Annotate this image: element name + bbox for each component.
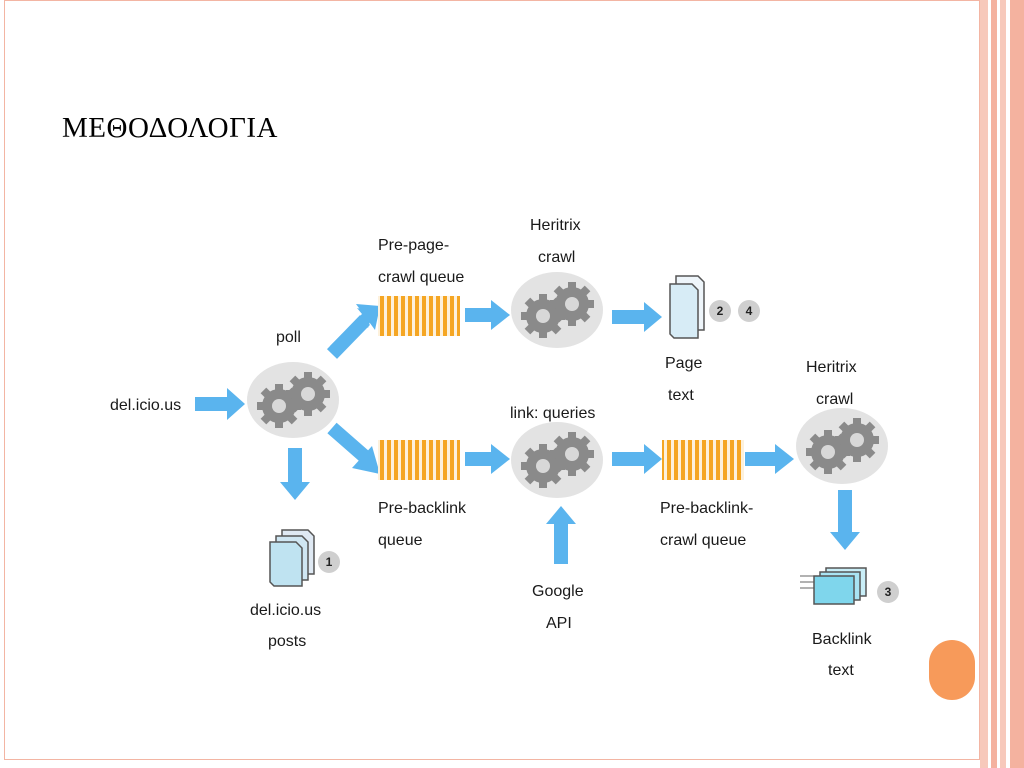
link-queries-gears-icon <box>511 422 603 498</box>
arrow-heritrix-right-to-backlink <box>830 490 860 550</box>
heritrix-top-label-line2: crawl <box>538 249 575 266</box>
arrow-poll-to-posts <box>280 448 310 500</box>
heritrix-top-gears-icon <box>511 272 603 348</box>
google-api-label-line2: API <box>546 615 572 632</box>
badge-3: 3 <box>877 581 899 603</box>
methodology-diagram: 1 2 4 3 del.icio.us poll del.icio.us pos… <box>110 217 899 679</box>
posts-label-line1: del.icio.us <box>250 602 321 619</box>
side-stripe-4 <box>1010 0 1024 768</box>
arrow-google-to-linkqueries <box>546 506 576 564</box>
heritrix-right-gears-icon <box>796 408 888 484</box>
pre-backlink-queue <box>378 440 460 480</box>
arrow-prebacklink-to-linkqueries <box>465 444 510 474</box>
pre-page-queue-label-line1: Pre-page- <box>378 237 449 254</box>
side-stripe-1 <box>980 0 988 768</box>
page-text-label-line1: Page <box>665 355 702 372</box>
arrow-poll-to-prebacklink <box>327 422 380 474</box>
badge-2: 2 <box>709 300 731 322</box>
svg-text:4: 4 <box>746 304 753 318</box>
badge-1: 1 <box>318 551 340 573</box>
arrow-source-to-poll <box>195 388 245 420</box>
pre-backlink-crawl-label-line2: crawl queue <box>660 532 746 549</box>
arrow-heritrix-to-pagetext <box>612 302 662 332</box>
poll-gears-icon <box>247 362 339 438</box>
source-label: del.icio.us <box>110 397 181 414</box>
slide-title: ΜΕΘΟΔΟΛΟΓΙΑ <box>62 112 278 144</box>
heritrix-right-label-line2: crawl <box>816 391 853 408</box>
svg-text:3: 3 <box>885 585 892 599</box>
backlink-text-documents-icon <box>800 567 867 605</box>
pre-page-queue-label-line2: crawl queue <box>378 269 464 286</box>
google-api-label-line1: Google <box>532 583 584 600</box>
accent-dot <box>929 640 975 700</box>
arrow-prepage-to-heritrix <box>465 300 510 330</box>
page-text-documents-icon <box>669 275 705 339</box>
side-stripe-3 <box>1000 0 1006 768</box>
posts-documents-icon <box>269 529 315 587</box>
badge-4: 4 <box>738 300 760 322</box>
heritrix-right-label-line1: Heritrix <box>806 359 857 376</box>
backlink-text-label-line2: text <box>828 662 854 679</box>
svg-text:2: 2 <box>717 304 724 318</box>
pre-page-crawl-queue <box>378 296 460 336</box>
pre-backlink-crawl-label-line1: Pre-backlink- <box>660 500 753 517</box>
poll-label: poll <box>276 329 301 346</box>
heritrix-top-label-line1: Heritrix <box>530 217 581 234</box>
side-stripe-2 <box>991 0 997 768</box>
pre-backlink-queue-label-line2: queue <box>378 532 423 549</box>
arrow-poll-to-prepage <box>326 304 380 359</box>
pre-backlink-queue-label-line1: Pre-backlink <box>378 500 467 517</box>
backlink-text-label-line1: Backlink <box>812 631 873 648</box>
posts-label-line2: posts <box>268 633 306 650</box>
slide-frame <box>4 0 980 760</box>
svg-text:1: 1 <box>326 555 333 569</box>
page-text-label-line2: text <box>668 387 694 404</box>
link-queries-label: link: queries <box>510 405 595 422</box>
arrow-linkqueries-to-crawlqueue <box>612 444 662 474</box>
pre-backlink-crawl-queue <box>662 440 744 480</box>
arrow-crawlqueue-to-heritrix-right <box>745 444 794 474</box>
